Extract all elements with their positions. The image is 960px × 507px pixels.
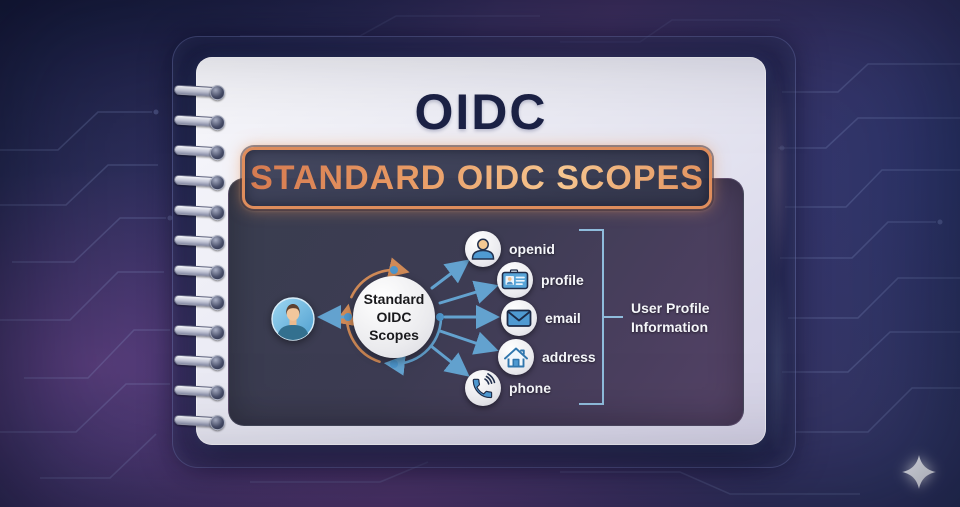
center-node: Standard OIDC Scopes [353, 276, 435, 358]
center-node-line2: OIDC Scopes [369, 308, 419, 344]
spiral-ring [173, 264, 223, 278]
spiral-ring [173, 384, 223, 398]
node-dots [344, 266, 444, 368]
sparkle-logo-icon [902, 455, 936, 489]
scope-label-profile: profile [541, 272, 584, 288]
group-note-line2: Information [631, 318, 708, 335]
scopes-banner: STANDARD OIDC SCOPES [242, 147, 712, 209]
scope-label-openid: openid [509, 241, 555, 257]
spiral-ring [173, 204, 223, 218]
spiral-ring [173, 324, 223, 338]
scope-node-address [498, 339, 534, 375]
scope-node-phone [465, 370, 501, 406]
connector-lines [317, 229, 623, 405]
spiral-ring [173, 84, 223, 98]
spiral-ring [173, 414, 223, 428]
spiral-ring [173, 114, 223, 128]
phone-handset-icon [472, 373, 496, 399]
id-card-icon [501, 269, 529, 290]
spiral-ring [173, 144, 223, 158]
spiral-ring [173, 174, 223, 188]
scope-node-openid [465, 231, 501, 267]
spiral-ring [173, 354, 223, 368]
group-note-line1: User Profile [631, 300, 710, 316]
scope-node-profile [497, 262, 533, 298]
edge-light-streak [762, 70, 792, 450]
scope-label-email: email [545, 310, 581, 326]
page-title: OIDC [414, 84, 548, 140]
scope-arrows [317, 259, 500, 377]
group-bracket [579, 229, 623, 405]
diagram-panel: Standard OIDC Scopes [228, 178, 744, 426]
scope-node-email [501, 300, 537, 336]
envelope-icon [506, 309, 532, 327]
scopes-banner-label: STANDARD OIDC SCOPES [250, 158, 704, 197]
scope-label-phone: phone [509, 380, 551, 396]
person-icon [471, 238, 495, 260]
spiral-ring [173, 294, 223, 308]
spiral-ring [173, 234, 223, 248]
user-avatar-icon [271, 297, 315, 341]
spiral-binding [173, 84, 234, 430]
group-note: User Profile Information [631, 299, 710, 337]
scope-label-address: address [542, 349, 596, 365]
center-node-line1: Standard [363, 290, 425, 307]
notebook-card: OIDC STANDARD OIDC SCOPES [196, 57, 766, 445]
house-icon [504, 347, 528, 368]
